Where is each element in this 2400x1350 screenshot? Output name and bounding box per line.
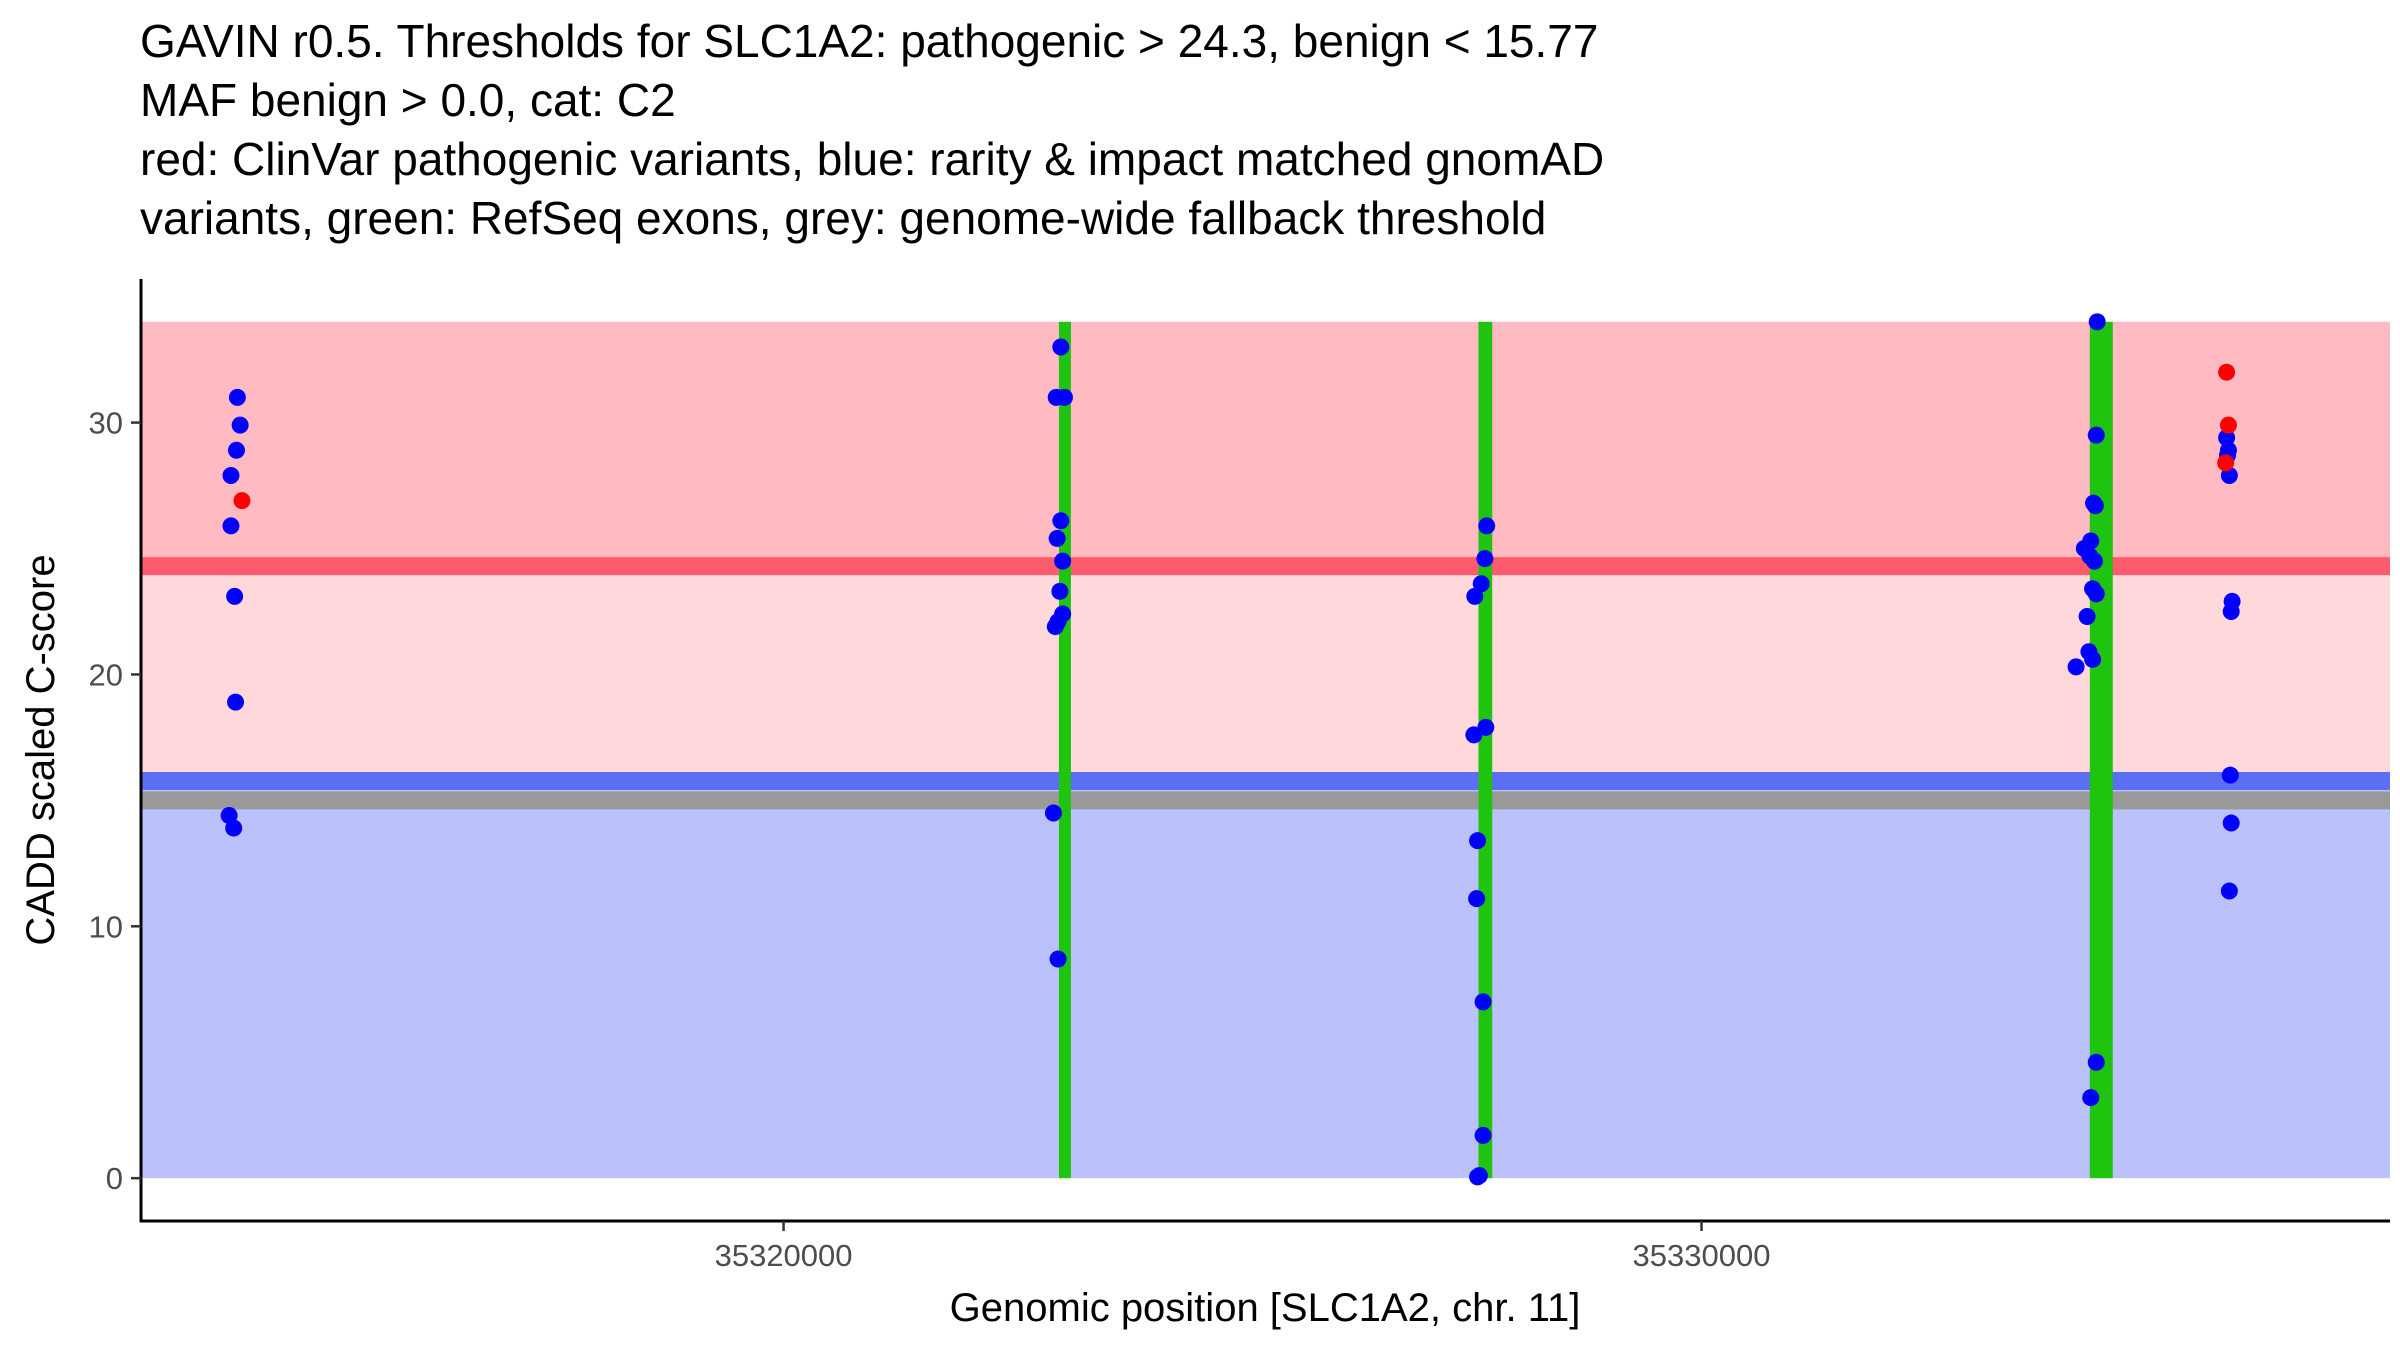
gnomad-variant-point: [1472, 575, 1490, 593]
y-axis-label: CADD scaled C-score: [19, 554, 63, 945]
threshold-line-pathogenic: [141, 557, 2390, 576]
gnomad-variant-point: [2087, 585, 2105, 603]
gnomad-variant-point: [2218, 429, 2236, 447]
exon-bar: [1058, 321, 1071, 1179]
x-axis-label: Genomic position [SLC1A2, chr. 11]: [950, 1286, 1581, 1330]
threshold-zones: [141, 321, 2390, 1179]
gnomad-variant-point: [2087, 426, 2105, 444]
gnomad-variant-point: [2067, 658, 2085, 676]
gnomad-variant-point: [1044, 804, 1062, 822]
gnomad-variant-point: [2081, 547, 2099, 565]
chart-title-line-4: variants, green: RefSeq exons, grey: gen…: [140, 192, 1547, 244]
chart-title-line-2: MAF benign > 0.0, cat: C2: [140, 74, 676, 126]
chart-title: GAVIN r0.5. Thresholds for SLC1A2: patho…: [140, 12, 1604, 248]
gnomad-variant-point: [1478, 517, 1496, 535]
clinvar-pathogenic-point: [2217, 454, 2235, 472]
gnomad-variant-point: [2082, 1089, 2100, 1107]
clinvar-pathogenic-point: [233, 492, 251, 510]
gnomad-variant-point: [227, 441, 245, 459]
gnomad-variant-point: [1474, 993, 1492, 1011]
gnomad-variant-point: [2078, 608, 2096, 626]
gnomad-variant-point: [2088, 313, 2106, 331]
x-tick-label: 35320000: [715, 1238, 853, 1273]
zone-benign: [141, 780, 2390, 1179]
gnomad-variant-point: [1055, 388, 1073, 406]
gnomad-variant-point: [1476, 550, 1494, 568]
y-tick-label: 0: [106, 1161, 123, 1196]
exon-bar: [2089, 321, 2113, 1179]
gnomad-variant-point: [1052, 338, 1070, 356]
gnomad-variant-point: [222, 466, 240, 484]
gnomad-variant-point: [228, 388, 246, 406]
threshold-line-fallback: [141, 791, 2390, 810]
gnomad-variant-point: [2222, 814, 2240, 832]
gnomad-variant-point: [227, 693, 245, 711]
gnomad-variant-point: [222, 517, 240, 535]
axis-ticks: 0 10 20 30 35320000 35330000: [89, 406, 1771, 1273]
gnomad-variant-point: [1054, 552, 1072, 570]
gnomad-variant-point: [2084, 650, 2102, 668]
gnomad-variant-point: [1048, 529, 1066, 547]
gnomad-variant-point: [231, 416, 249, 434]
clinvar-pathogenic-point: [2219, 416, 2237, 434]
gnomad-variant-point: [1049, 950, 1067, 968]
gnomad-variant-point: [1469, 1168, 1487, 1186]
gnomad-variant-point: [2220, 882, 2238, 900]
gnomad-variant-point: [1469, 832, 1487, 850]
gnomad-variant-point: [2221, 766, 2239, 784]
x-tick-label: 35330000: [1633, 1238, 1771, 1273]
gnomad-variant-point: [1051, 582, 1069, 600]
y-tick-label: 30: [89, 406, 123, 441]
clinvar-pathogenic-point: [2218, 363, 2236, 381]
gnomad-variant-point: [1466, 587, 1484, 605]
zone-intermediate: [141, 566, 2390, 781]
gnomad-variant-point: [1465, 726, 1483, 744]
gnomad-variant-point: [2222, 602, 2240, 620]
y-tick-label: 10: [89, 909, 123, 944]
gnomad-variant-point: [2087, 1053, 2105, 1071]
variant-points: [220, 313, 2241, 1186]
axes: [139, 279, 2390, 1223]
gnomad-variant-point: [2084, 494, 2102, 512]
chart-title-line-3: red: ClinVar pathogenic variants, blue: …: [140, 133, 1605, 185]
y-tick-label: 20: [89, 657, 123, 692]
gnomad-variant-point: [1052, 512, 1070, 530]
gnomad-variant-point: [1474, 1126, 1492, 1144]
zone-pathogenic: [141, 321, 2390, 567]
exon-bar: [1478, 321, 1493, 1179]
gnomad-variant-point: [226, 587, 244, 605]
gnomad-variant-point: [1468, 890, 1486, 908]
threshold-line-benign: [141, 771, 2390, 790]
gnomad-variant-point: [1046, 618, 1064, 636]
chart-title-line-1: GAVIN r0.5. Thresholds for SLC1A2: patho…: [140, 15, 1599, 67]
gnomad-variant-point: [225, 819, 243, 837]
